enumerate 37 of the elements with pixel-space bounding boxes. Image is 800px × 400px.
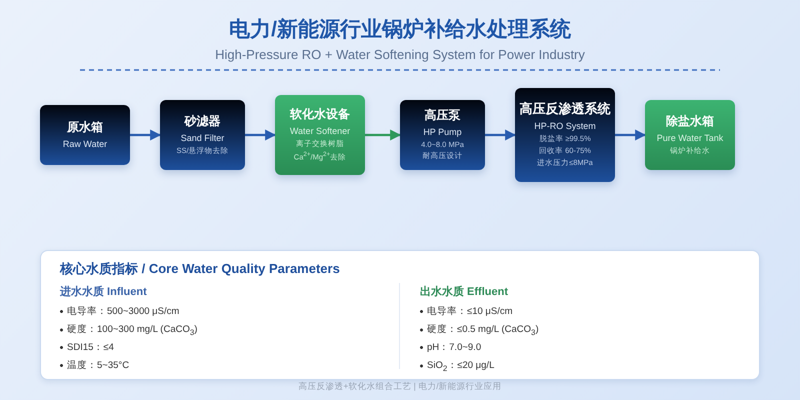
node-title: 除盐水箱 [666, 112, 714, 130]
process-box [400, 100, 485, 170]
node-subtitle: Water Softener [290, 126, 350, 136]
node-subtitle: Raw Water [62, 138, 108, 148]
panel-heading: 核心水质指标 / Core Water Quality Parameters [60, 260, 340, 278]
node-title: 软化水设备 [290, 106, 350, 123]
arrow [245, 130, 276, 140]
node-title: 砂滤器 [184, 112, 220, 130]
node-subtitle: Pure Water Tank [656, 132, 724, 142]
node-title: 高压反渗透系统 [520, 100, 610, 118]
arrow [615, 130, 646, 140]
parameter-item: 温度：5~35°C [60, 359, 130, 372]
node-subtitle: HP Pump [423, 127, 462, 137]
title: 电力/新能源行业锅炉补给水处理系统 [228, 16, 572, 43]
arrow [485, 130, 516, 140]
parameter-item: 硬度：≤0.5 mg/L (CaCO$_{3}$) [420, 323, 539, 337]
node-subtitle: HP-RO System [534, 121, 596, 131]
footer-text: 高压反渗透+软化水组合工艺 | 电力/新能源行业应用 [297, 381, 503, 393]
column-heading: 进水水质 Influent [60, 284, 147, 299]
parameter-item: pH：7.0~9.0 [420, 341, 482, 354]
process-box [515, 88, 615, 182]
parameter-item: SiO$_{2}$：≤20 μg/L [420, 359, 494, 373]
column-heading: 出水水质 Effluent [420, 284, 508, 299]
process-box [40, 105, 130, 165]
node-subtitle: Sand Filter [180, 132, 224, 142]
node-title: 原水箱 [67, 118, 103, 136]
parameter-item: 电导率：≤10 μS/cm [420, 305, 513, 318]
process-box [645, 100, 735, 170]
parameter-item: 硬度：100~300 mg/L (CaCO$_{3}$) [60, 323, 198, 337]
parameter-item: 电导率：500~3000 μS/cm [60, 305, 180, 318]
process-box [275, 95, 365, 175]
process-box [160, 100, 245, 170]
subtitle: High-Pressure RO + Water Softening System for Power Industry [214, 47, 586, 62]
arrow [130, 130, 162, 140]
parameters-panel [40, 250, 760, 380]
node-title: 高压泵 [424, 107, 460, 124]
arrow [365, 130, 402, 140]
